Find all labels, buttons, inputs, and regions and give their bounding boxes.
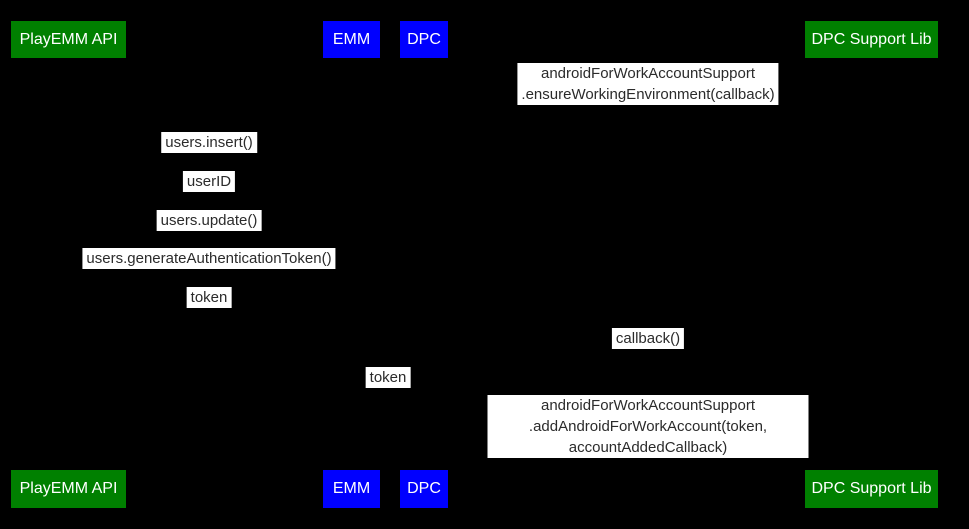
participant-dpc-top: DPC (400, 21, 448, 58)
message-add-android-for-work-account: androidForWorkAccountSupport .addAndroid… (487, 395, 809, 458)
message-token-return: token (186, 287, 232, 308)
message-ensure-working-environment: androidForWorkAccountSupport .ensureWork… (517, 63, 779, 105)
participant-dpc-bottom: DPC (400, 470, 448, 508)
message-users-update: users.update() (156, 210, 262, 231)
message-users-insert: users.insert() (161, 132, 257, 153)
participant-emm-top: EMM (323, 21, 380, 58)
participant-playemm-api-bottom: PlayEMM API (11, 470, 126, 508)
participant-dpc-support-lib-top: DPC Support Lib (805, 21, 938, 58)
message-token-forward: token (365, 367, 411, 388)
participant-emm-bottom: EMM (323, 470, 380, 508)
message-userid: userID (182, 171, 236, 192)
participant-playemm-api-top: PlayEMM API (11, 21, 126, 58)
message-callback: callback() (611, 328, 685, 349)
message-users-generate-authentication-token: users.generateAuthenticationToken() (82, 248, 336, 269)
participant-dpc-support-lib-bottom: DPC Support Lib (805, 470, 938, 508)
